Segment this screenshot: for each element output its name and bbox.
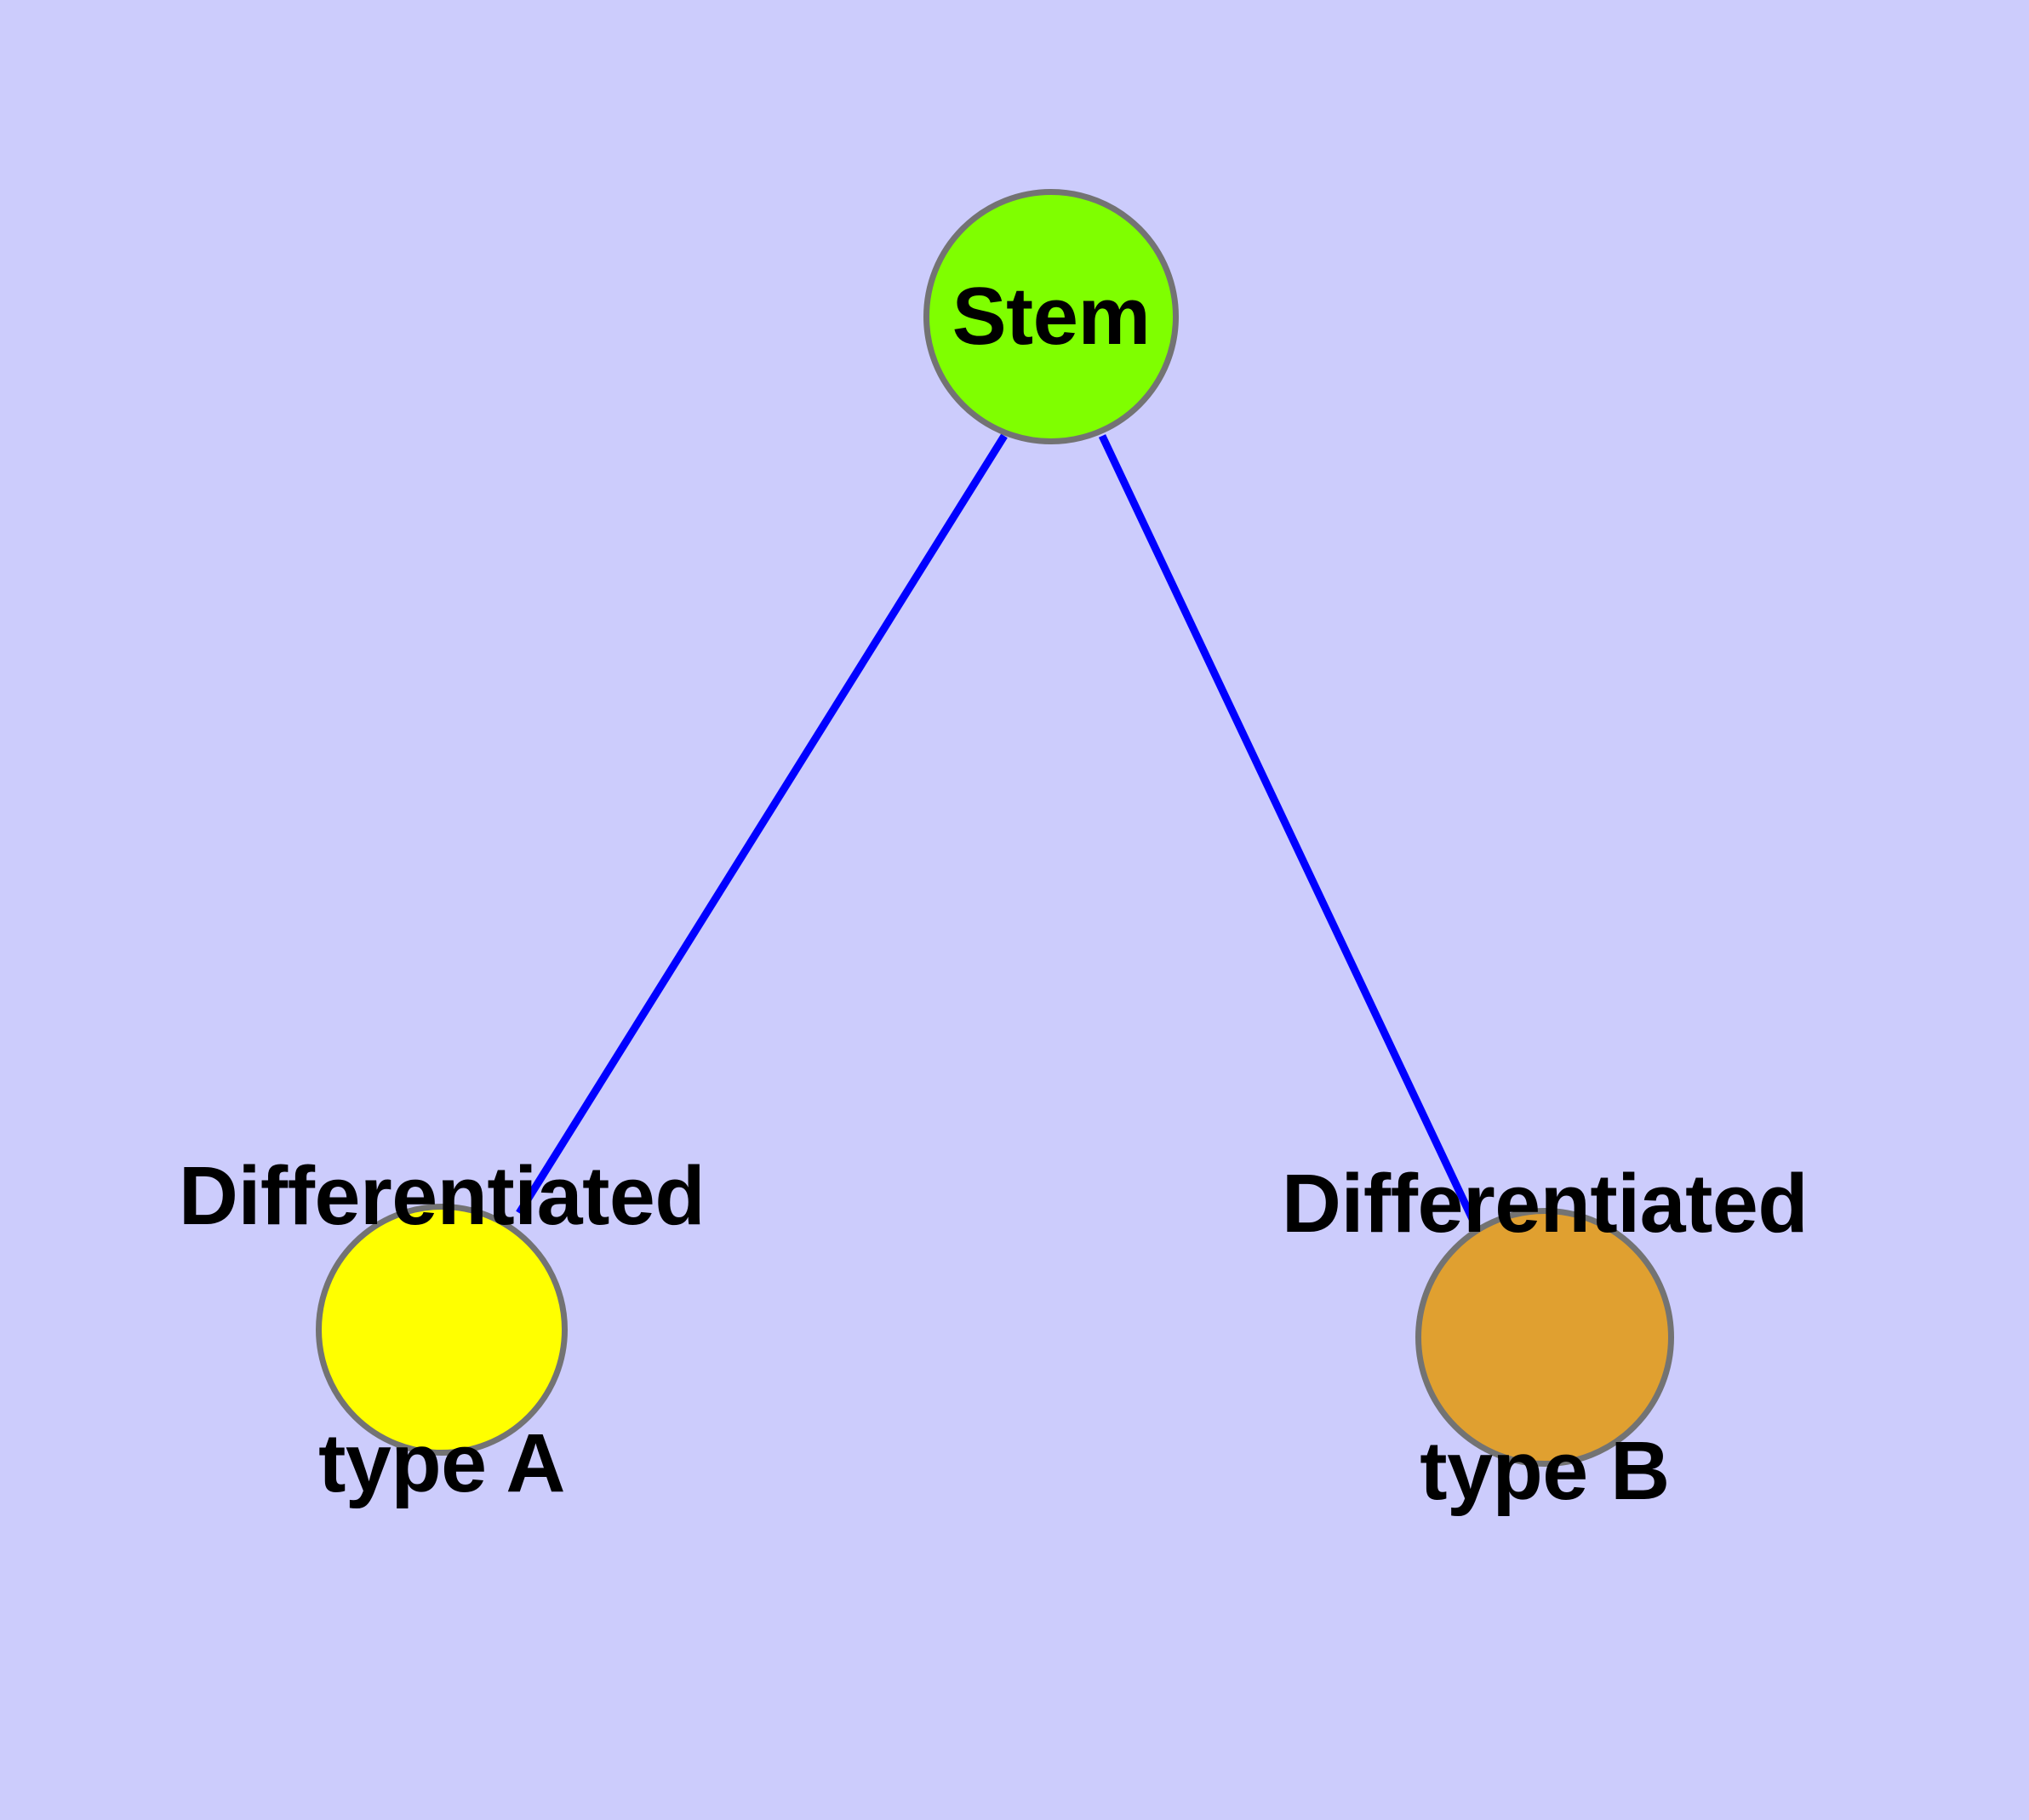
edge-stem-to-differentiated-a[interactable] (516, 433, 1008, 1216)
node-differentiated-type-a[interactable] (316, 1204, 568, 1456)
node-differentiated-type-b[interactable] (1415, 1208, 1674, 1467)
node-stem[interactable] (923, 189, 1179, 444)
nodes-group (316, 189, 1674, 1467)
edges-group (516, 433, 1477, 1221)
edge-stem-to-differentiated-b[interactable] (1098, 434, 1477, 1221)
